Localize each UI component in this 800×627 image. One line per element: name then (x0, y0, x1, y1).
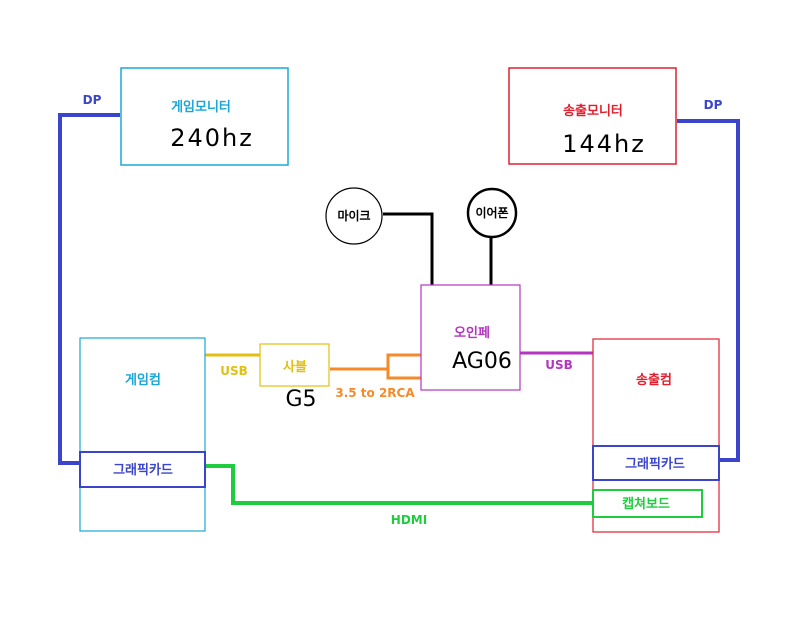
soundcard-box (259, 343, 330, 387)
interface-model: AG06 (452, 349, 512, 374)
stream-monitor-box (508, 67, 677, 165)
dp-cable-left (58, 113, 120, 465)
mic-circle (325, 187, 383, 245)
dp-label-right: DP (704, 98, 723, 112)
game-gpu-box (79, 451, 206, 488)
game-gpu-label: 그래픽카드 (113, 462, 173, 478)
capture-card-label: 캡쳐보드 (622, 496, 670, 512)
soundcard-title: 사블 (283, 359, 307, 375)
interface-title: 오인페 (454, 325, 490, 341)
mic-cable (383, 212, 434, 285)
stream-monitor-spec: 144hz (562, 130, 646, 158)
dp-label-left: DP (83, 93, 102, 107)
mic-label: 마이크 (337, 208, 370, 223)
stream-gpu-box (592, 445, 720, 481)
stream-gpu-label: 그래픽카드 (625, 456, 685, 472)
hdmi-cable (205, 464, 593, 505)
rca-cable-2 (386, 369, 421, 380)
stream-pc-title: 송출컴 (636, 372, 672, 388)
audio-label: 3.5 to 2RCA (335, 386, 415, 400)
game-monitor-spec: 240hz (170, 124, 254, 152)
game-pc-box (79, 337, 206, 532)
stream-monitor-title: 송출모니터 (563, 103, 623, 119)
usb-label-right: USB (545, 358, 573, 372)
capture-card-box (592, 489, 703, 518)
rca-cable (330, 353, 421, 371)
earphone-circle (466, 187, 518, 239)
earphone-label: 이어폰 (475, 205, 508, 220)
interface-box (420, 284, 521, 391)
game-monitor-title: 게임모니터 (171, 99, 231, 115)
dp-cable-right (677, 119, 740, 462)
hdmi-label: HDMI (391, 513, 427, 527)
stream-pc-box (592, 338, 720, 533)
game-pc-title: 게임컴 (125, 373, 161, 388)
game-monitor-box (120, 67, 289, 166)
soundcard-model: G5 (285, 387, 316, 412)
usb-label-left: USB (220, 364, 248, 378)
